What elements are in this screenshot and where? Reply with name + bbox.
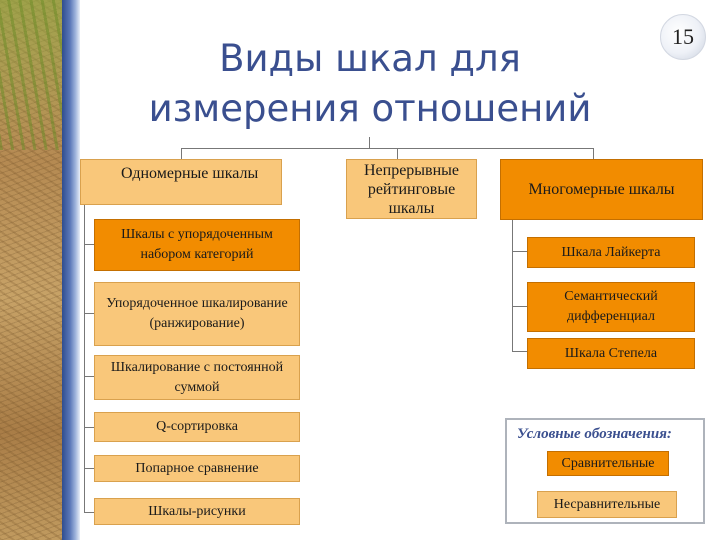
connector-right-branch-3	[512, 351, 527, 352]
grass-decoration	[0, 0, 62, 150]
connector-left-branch-2	[84, 313, 94, 314]
connector-stem-continuous	[397, 148, 398, 159]
slide-title: Виды шкал для измерения отношений	[120, 34, 620, 134]
item-likert: Шкала Лайкерта	[527, 237, 695, 268]
legend-title: Условные обозначения:	[517, 426, 672, 443]
legend-noncomparative: Несравнительные	[537, 491, 677, 518]
item-ordered-categories: Шкалы с упорядоченным набором категорий	[94, 219, 300, 271]
item-rank-order: Упорядоченное шкалирование (ранжирование…	[94, 282, 300, 346]
connector-right-branch-2	[512, 306, 527, 307]
category-continuous-rating: Непрерывные рейтинговые шкалы	[346, 159, 477, 219]
item-semantic-differential: Семантический дифференциал	[527, 282, 695, 332]
item-stapel: Шкала Степела	[527, 338, 695, 369]
item-picture-scales: Шкалы-рисунки	[94, 498, 300, 525]
item-q-sort: Q-сортировка	[94, 412, 300, 442]
connector-left-branch-4	[84, 427, 94, 428]
connector-stem-multidimensional	[593, 148, 594, 159]
page-number: 15	[660, 14, 706, 60]
connector-left-branch-3	[84, 376, 94, 377]
connector-left-branch-6	[84, 512, 94, 513]
connector-right-branch-1	[512, 251, 527, 252]
connector-left-branch-5	[84, 468, 94, 469]
connector-left-spine	[84, 205, 85, 513]
connector-stem-unidimensional	[181, 148, 182, 159]
legend: Условные обозначения: Сравнительные Неср…	[505, 418, 705, 524]
item-constant-sum: Шкалирование с постоянной суммой	[94, 355, 300, 400]
category-unidimensional: Одномерные шкалы	[80, 159, 282, 205]
connector-left-branch-1	[84, 244, 94, 245]
category-multidimensional: Многомерные шкалы	[500, 159, 703, 220]
connector-right-spine	[512, 220, 513, 352]
connector-top-bar	[181, 148, 594, 149]
blue-stripe-decoration	[62, 0, 80, 540]
legend-comparative: Сравнительные	[547, 451, 669, 476]
item-paired-comparison: Попарное сравнение	[94, 455, 300, 482]
